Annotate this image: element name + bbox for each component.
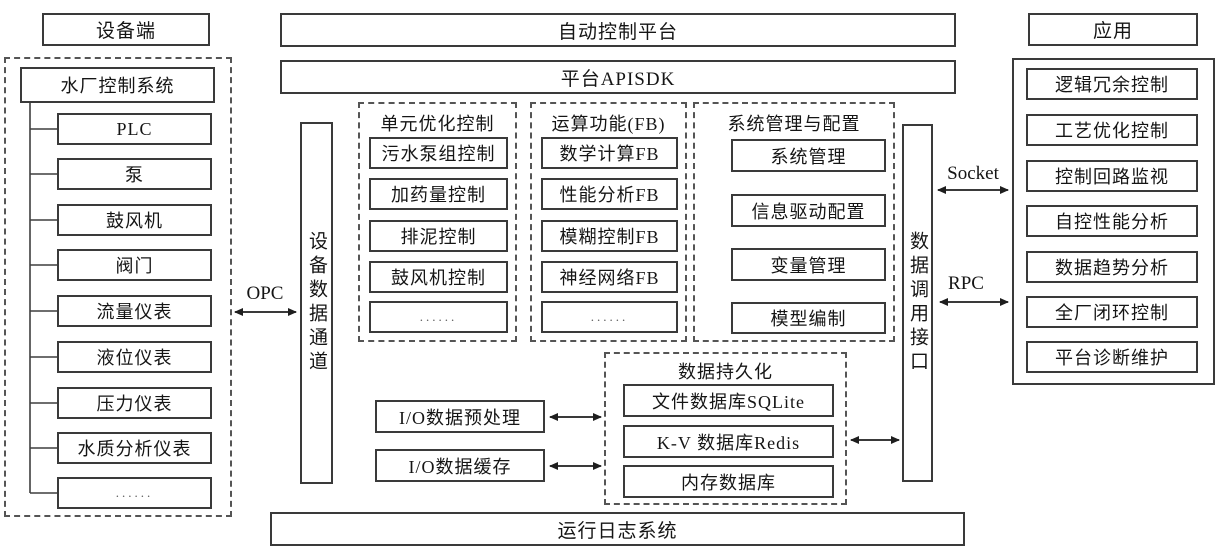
- persistence-item-memory-db: 内存数据库: [623, 465, 834, 498]
- group-unit-optimization: 单元优化控制 污水泵组控制 加药量控制 排泥控制 鼓风机控制 ......: [358, 102, 517, 342]
- group-item-fuzzy-fb: 模糊控制FB: [541, 220, 678, 252]
- group-item-sludge-discharge-control: 排泥控制: [369, 220, 508, 252]
- device-item-quality-analyzer: 水质分析仪表: [57, 432, 212, 464]
- app-item-loop-monitoring: 控制回路监视: [1026, 160, 1198, 192]
- data-call-interface-bar: 数据调用接口: [902, 124, 933, 482]
- device-item-ellipsis: ......: [57, 477, 212, 509]
- group-function-blocks: 运算功能(FB) 数学计算FB 性能分析FB 模糊控制FB 神经网络FB ...…: [530, 102, 687, 342]
- group-item-sewage-pump-control: 污水泵组控制: [369, 137, 508, 169]
- io-preprocess-box: I/O数据预处理: [375, 400, 545, 433]
- device-item-pressure-meter: 压力仪表: [57, 387, 212, 419]
- group-item-math-fb: 数学计算FB: [541, 137, 678, 169]
- group-item-performance-fb: 性能分析FB: [541, 178, 678, 210]
- group-item-blower-control: 鼓风机控制: [369, 261, 508, 293]
- app-item-control-performance-analysis: 自控性能分析: [1026, 205, 1198, 237]
- group-item-info-driven-config: 信息驱动配置: [731, 194, 886, 227]
- device-item-level-meter: 液位仪表: [57, 341, 212, 373]
- group-item-variable-management: 变量管理: [731, 248, 886, 281]
- group-item-dosing-control: 加药量控制: [369, 178, 508, 210]
- run-log-system-bar: 运行日志系统: [270, 512, 965, 546]
- persistence-item-sqlite: 文件数据库SQLite: [623, 384, 834, 417]
- persistence-item-redis: K-V 数据库Redis: [623, 425, 834, 458]
- device-item-valve: 阀门: [57, 249, 212, 281]
- device-item-plc: PLC: [57, 113, 212, 145]
- group-item-neural-fb: 神经网络FB: [541, 261, 678, 293]
- plant-control-system-box: 水厂控制系统: [20, 67, 215, 103]
- device-item-pump: 泵: [57, 158, 212, 190]
- group-item-ellipsis: ......: [369, 301, 508, 333]
- group-item-model-compilation: 模型编制: [731, 302, 886, 334]
- group-system-management-title: 系统管理与配置: [727, 114, 861, 134]
- app-item-process-optimization: 工艺优化控制: [1026, 114, 1198, 146]
- device-side-group: [4, 57, 232, 517]
- application-group: [1012, 58, 1215, 385]
- device-item-blower: 鼓风机: [57, 204, 212, 236]
- opc-label: OPC: [246, 283, 284, 304]
- app-item-platform-diagnostics: 平台诊断维护: [1026, 341, 1198, 373]
- platform-api-sdk-bar: 平台APISDK: [280, 60, 956, 94]
- app-item-plant-closed-loop: 全厂闭环控制: [1026, 296, 1198, 328]
- socket-label: Socket: [947, 163, 999, 184]
- application-header: 应用: [1028, 13, 1198, 46]
- io-cache-box: I/O数据缓存: [375, 449, 545, 482]
- group-item-system-management: 系统管理: [731, 139, 886, 172]
- group-unit-optimization-title: 单元优化控制: [380, 114, 495, 134]
- rpc-label: RPC: [948, 273, 984, 294]
- group-data-persistence: 数据持久化 文件数据库SQLite K-V 数据库Redis 内存数据库: [604, 352, 847, 505]
- platform-title-bar: 自动控制平台: [280, 13, 956, 47]
- group-function-blocks-title: 运算功能(FB): [551, 114, 666, 134]
- app-item-data-trend-analysis: 数据趋势分析: [1026, 251, 1198, 283]
- device-item-flow-meter: 流量仪表: [57, 295, 212, 327]
- group-item-ellipsis: ......: [541, 301, 678, 333]
- device-tree-connector: [29, 103, 57, 494]
- group-system-management: 系统管理与配置 系统管理 信息驱动配置 变量管理 模型编制: [693, 102, 895, 342]
- app-item-logic-redundancy: 逻辑冗余控制: [1026, 68, 1198, 100]
- device-data-channel-bar: 设备数据通道: [300, 122, 333, 484]
- device-side-header: 设备端: [42, 13, 210, 46]
- group-data-persistence-title: 数据持久化: [678, 362, 773, 382]
